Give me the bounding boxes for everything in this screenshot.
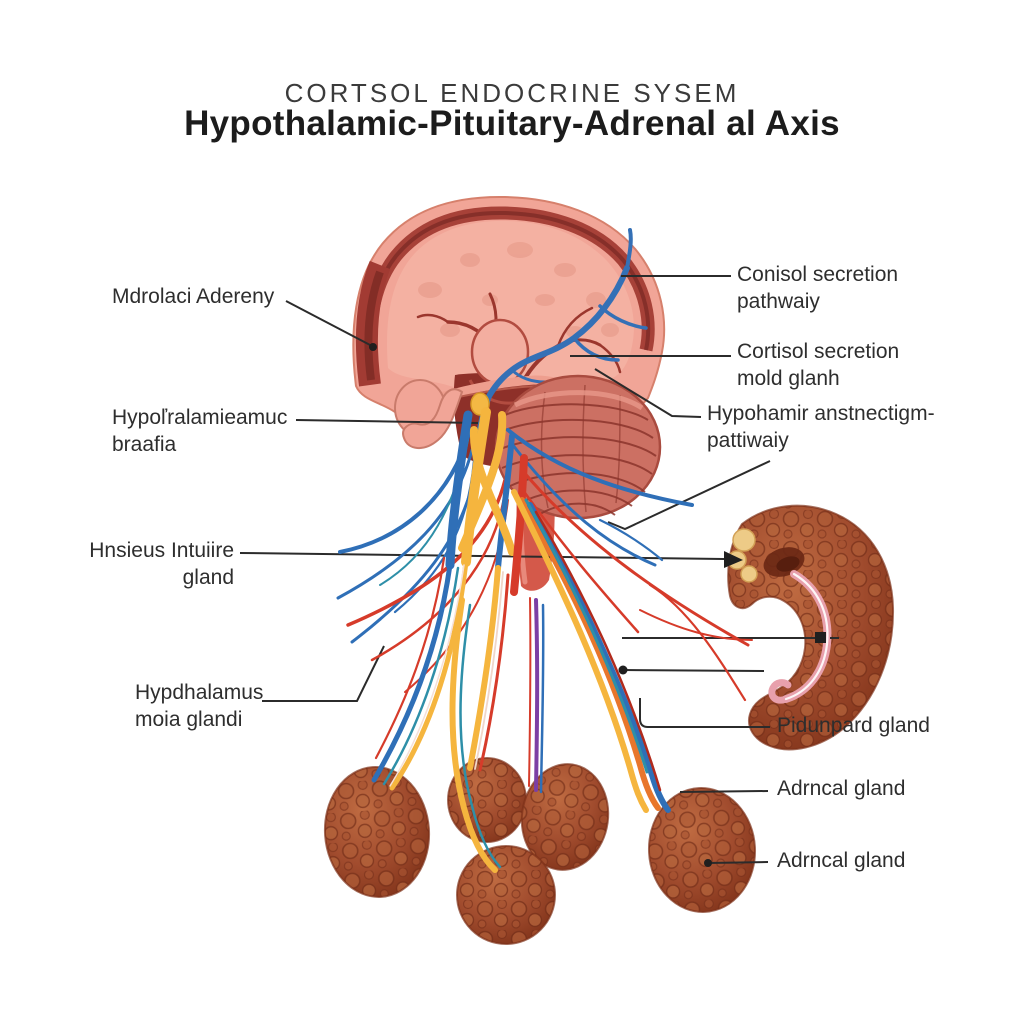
marker-dot-adrenal [704, 859, 712, 867]
leader-brain-band [285, 300, 373, 347]
label-cortisol-pathway: Conisol secretion pathwaiy [737, 263, 899, 313]
leader-bundle [622, 669, 765, 672]
leader-hypothalamic-pathway-b [607, 460, 771, 531]
round-gland-5 [647, 787, 757, 913]
nerve-fiber-bundle [336, 407, 753, 873]
round-gland-3 [520, 763, 610, 871]
round-gland-4 [456, 845, 556, 945]
label-adrenal-2: Adrncal gland [777, 849, 906, 872]
marker-square-duct [815, 632, 826, 643]
gland-duct [768, 570, 832, 704]
c-shaped-gland [727, 504, 895, 751]
label-hypothalamus-gland: Hypdhalamus moia glandi [135, 681, 264, 731]
leader-adrenal-2 [707, 861, 769, 864]
label-pituitary-right: Pidunpard gland [777, 714, 930, 737]
leader-hypothalamic-pathway-a [594, 368, 702, 418]
leader-adrenal-1 [679, 790, 769, 793]
marker-arrowhead [724, 551, 743, 568]
leader-markers [369, 343, 826, 867]
pituitary-stalk [402, 388, 464, 449]
label-hypothalamic-pathway: Hypohamir anstnectigm- pattiwaiy [707, 402, 935, 452]
marker-dot-brain [369, 343, 377, 351]
leader-hypothalamus-gland [262, 645, 385, 702]
cerebrum-inner [387, 220, 634, 391]
round-glands [323, 757, 757, 945]
leader-hypothalamic-region [295, 419, 479, 424]
label-adrenal-1: Adrncal gland [777, 777, 906, 800]
round-gland-1 [323, 766, 431, 898]
label-cortisol-gland: Cortisol secretion mold glanh [737, 340, 900, 390]
subtitle: CORTSOL ENDOCRINE SYSEM [284, 78, 740, 108]
label-pituitary-left: Hnsieus Intuiire gland [89, 539, 234, 589]
page-title: Hypothalamic-Pituitary-Adrenal al Axis [184, 104, 840, 143]
label-hypothalamic-region: Hypoľralamieamuc braafia [112, 406, 288, 456]
leader-pituitary-right [639, 698, 770, 728]
label-brain-band: Mdrolaci Adereny [112, 285, 275, 308]
marker-dot-bundle [618, 665, 628, 675]
